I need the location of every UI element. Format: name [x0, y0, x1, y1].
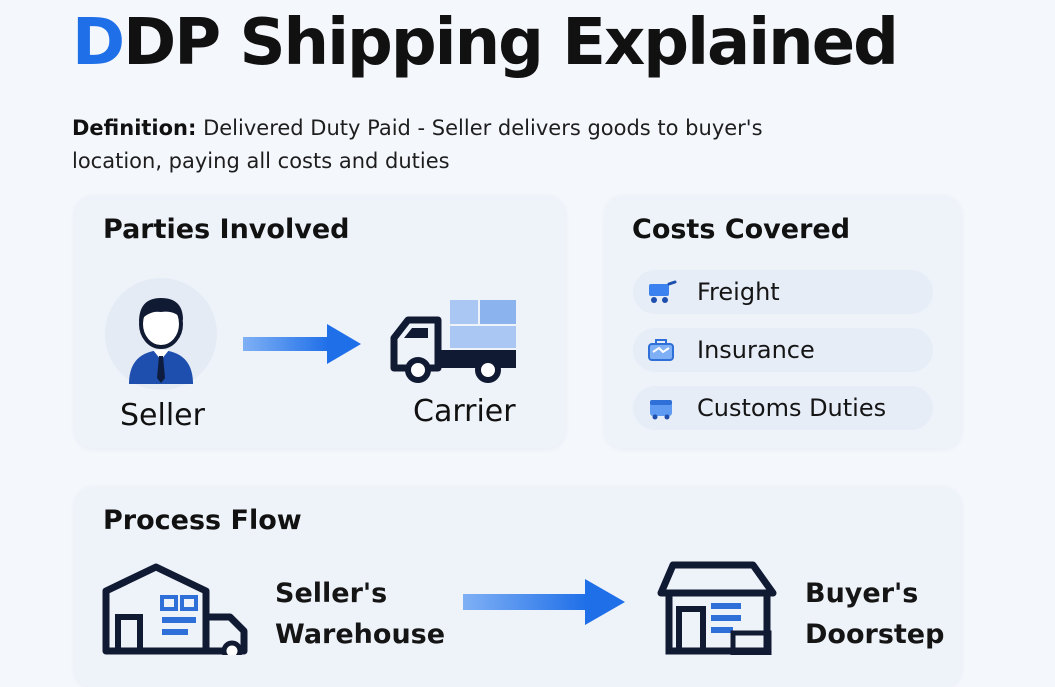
cost-item-insurance: Insurance — [633, 328, 933, 372]
seller-label: Seller — [120, 398, 205, 433]
definition: Definition: Delivered Duty Paid - Seller… — [72, 112, 832, 178]
cost-label-customs-duties: Customs Duties — [697, 394, 887, 422]
cost-item-customs-duties: Customs Duties — [633, 386, 933, 430]
warehouse-icon — [102, 563, 248, 655]
page-title: DDP Shipping Explained — [72, 6, 899, 80]
step-label-seller-warehouse: Seller's Warehouse — [275, 578, 446, 650]
parties-card: Parties Involved Seller Carrier — [75, 196, 565, 448]
carrier-label: Carrier — [413, 394, 516, 429]
cost-label-insurance: Insurance — [697, 336, 815, 364]
arrow-icon — [463, 579, 625, 625]
definition-label: Definition: — [72, 116, 197, 140]
cost-item-freight: Freight — [633, 270, 933, 314]
package-icon — [650, 400, 672, 420]
arrow-icon — [243, 324, 361, 364]
process-card: Process Flow Seller's Warehouse Buyer's … — [75, 487, 961, 687]
step-label-buyer-doorstep: Buyer's Doorstep — [805, 578, 945, 650]
businessman-icon — [129, 298, 193, 384]
briefcase-icon — [648, 339, 674, 361]
costs-title: Costs Covered — [632, 214, 851, 245]
costs-card: Costs Covered Freight Insurance Customs … — [605, 196, 961, 448]
parties-title: Parties Involved — [103, 214, 350, 245]
title-rest: DP Shipping Explained — [123, 6, 899, 80]
title-accent-letter: D — [72, 6, 125, 80]
definition-text: Delivered Duty Paid - Seller delivers go… — [72, 116, 763, 173]
cart-icon — [649, 280, 677, 303]
cost-label-freight: Freight — [697, 278, 780, 306]
process-title: Process Flow — [103, 505, 302, 536]
house-icon — [657, 561, 777, 655]
delivery-truck-icon — [390, 300, 516, 383]
